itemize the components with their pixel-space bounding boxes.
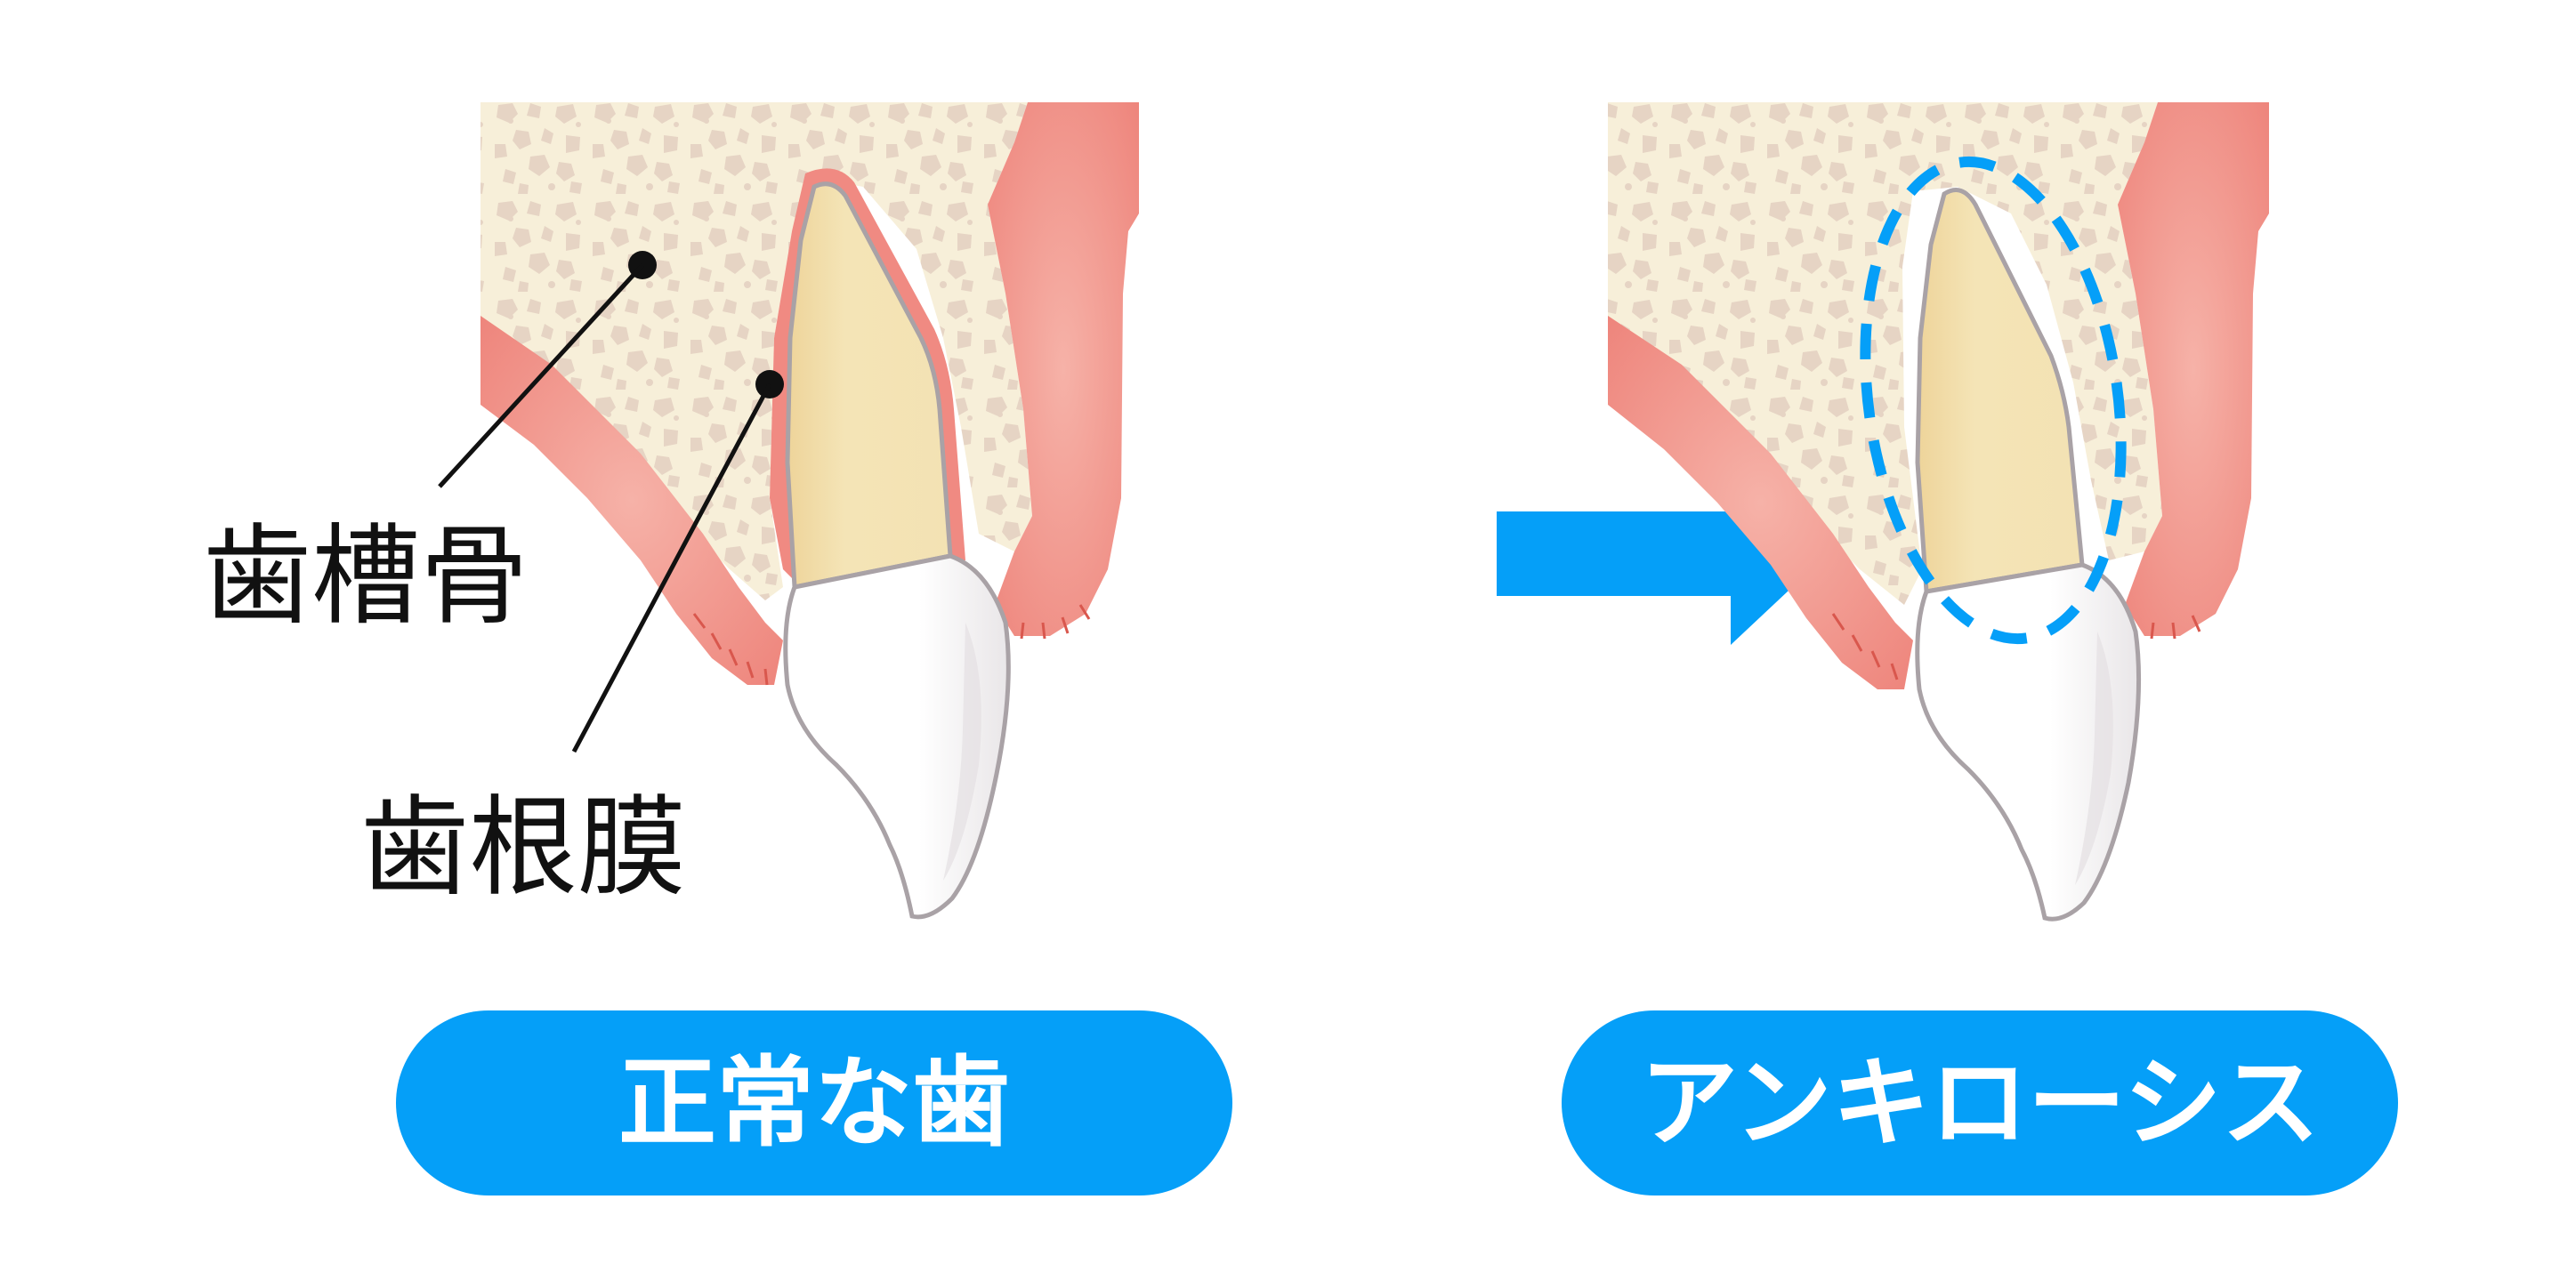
normal-caption-text: 正常な歯 (618, 1046, 1010, 1160)
gum-right (988, 102, 1139, 636)
gum-ticks-right (1020, 604, 1091, 640)
ankylosis-tooth-illustration (1608, 102, 2269, 922)
normal-caption-pill: 正常な歯 (396, 1010, 1232, 1195)
ankylosis-gum-left (1608, 316, 1913, 689)
ankylosis-gum-right (2118, 102, 2269, 636)
tooth-crown (783, 553, 1011, 920)
ankylosis-caption-pill: アンキローシス (1562, 1010, 2398, 1195)
gum-ticks-left (692, 613, 769, 686)
ankylosis-caption-text: アンキローシス (1640, 1046, 2319, 1160)
fusion-highlight-dashed-outline (1860, 156, 2127, 645)
periodontal-ligament-leader (571, 382, 772, 753)
ankylosis-alveolar-bone-shape (1608, 102, 2162, 605)
alveolar-bone-shape (480, 102, 1032, 600)
normal-tooth-illustration (480, 102, 1139, 920)
label-callouts: 歯槽骨 歯根膜 (203, 251, 784, 911)
periodontal-ligament-label: 歯根膜 (360, 785, 686, 911)
ankylosis-gum-ticks (1831, 613, 2201, 680)
bone-inner-right (930, 191, 1023, 534)
alveolar-bone-label: 歯槽骨 (203, 513, 529, 640)
alveolar-bone-leader (438, 263, 644, 488)
crown-shade (943, 623, 981, 881)
ankylosis-tooth-crown (1915, 562, 2142, 922)
gum-left (480, 316, 783, 685)
ankylosis-crown-shade (2075, 632, 2113, 885)
